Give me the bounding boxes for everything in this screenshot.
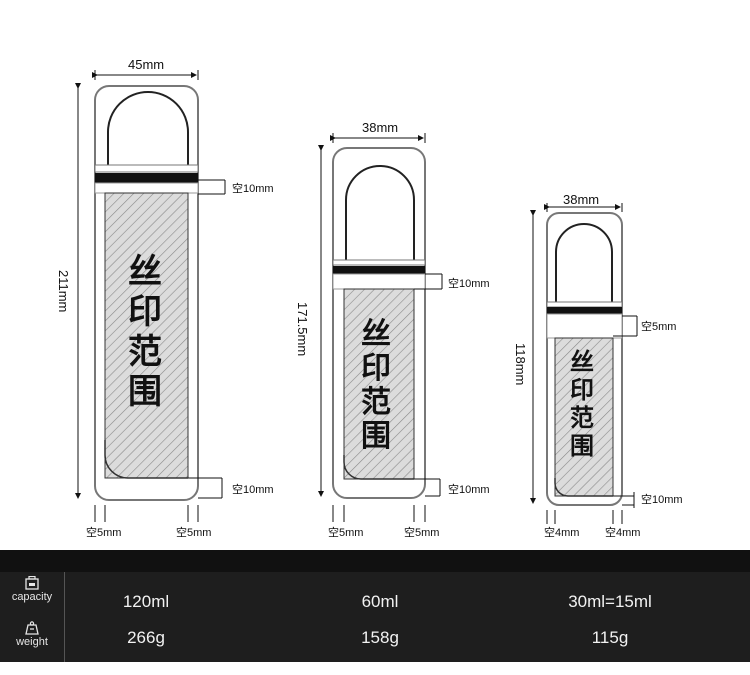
capacity-value-medium: 60ml [361, 592, 399, 611]
gap-top-label: 空10mm [232, 181, 274, 195]
side-right-label: 空5mm [176, 525, 211, 539]
print-label-char-3: 范 [570, 405, 594, 432]
footer-strip [0, 662, 750, 675]
print-label-char-4: 围 [128, 373, 162, 411]
height-label: 211mm [56, 270, 71, 312]
print-label-char-3: 范 [361, 386, 391, 419]
scale-icon [25, 621, 39, 635]
bottle-outline [94, 85, 199, 501]
gap-bottom-label: 空10mm [448, 482, 490, 496]
print-label-char-2: 印 [361, 352, 391, 385]
print-label-char-1: 丝 [361, 318, 391, 351]
width-label: 38mm [563, 192, 599, 207]
print-label-char-3: 范 [128, 333, 162, 371]
bottle-cap [107, 91, 189, 166]
print-label-char-1: 丝 [128, 253, 162, 291]
collar-band [546, 301, 623, 308]
bottle-outline [332, 147, 426, 499]
print-label-char-2: 印 [128, 293, 162, 331]
width-label: 45mm [128, 57, 164, 72]
capacity-cell: capacity [0, 572, 64, 617]
side-right-label: 空4mm [605, 525, 640, 539]
print-area-bottom [104, 440, 188, 479]
height-label: 171.5mm [295, 302, 310, 356]
side-left-label: 空5mm [328, 525, 363, 539]
collar-band [95, 173, 198, 183]
weight-value-medium: 158g [361, 628, 399, 647]
shoulder-gap [332, 273, 426, 290]
print-label-char-1: 丝 [570, 348, 594, 376]
side-right-label: 空5mm [404, 525, 439, 539]
shoulder-gap [546, 313, 623, 339]
capacity-label: capacity [11, 591, 53, 603]
print-label-char-4: 围 [570, 433, 594, 460]
bottle-dimension-diagram: 丝 印 范 围 45mm 211mm 空10mm 空10mm 空5mm 空5mm [56, 57, 683, 539]
width-label: 38mm [362, 120, 398, 135]
print-label-char-4: 围 [361, 420, 391, 453]
capacity-value-small: 30ml=15ml [568, 592, 652, 611]
bottle-icon [25, 576, 39, 590]
neck-band [94, 164, 199, 173]
gap-bottom-label: 空10mm [232, 482, 274, 496]
shoulder-band [547, 307, 622, 314]
spec-table: capacity weight 120ml 60ml 30ml=15ml 266… [0, 550, 750, 662]
bottle-small: 丝 印 范 围 38mm 118mm 空5mm 空10mm 空4mm 空4mm [513, 192, 683, 539]
height-label: 118mm [513, 343, 528, 385]
capacity-value-large: 120ml [122, 592, 170, 611]
weight-cell: weight [0, 617, 64, 662]
spec-table-header-bar [0, 550, 750, 572]
shoulder-band [333, 266, 425, 274]
weight-value-large: 266g [127, 628, 165, 647]
weight-value-small: 115g [591, 628, 629, 647]
side-left-label: 空5mm [86, 525, 121, 539]
print-area [104, 192, 189, 479]
gap-top-label: 空10mm [448, 276, 490, 290]
gap-bottom-label: 空10mm [641, 492, 683, 506]
bottle-outline [546, 212, 623, 506]
weight-label: weight [16, 636, 48, 648]
print-area-bottom [554, 478, 613, 497]
print-label-char-2: 印 [570, 377, 594, 404]
bottle-medium: 丝 印 范 围 38mm 171.5mm 空10mm 空10mm 空5mm 空5… [295, 120, 490, 539]
bottle-cap [555, 223, 613, 302]
print-area-bottom [343, 455, 414, 480]
spec-icon-column: capacity weight [0, 572, 65, 662]
gap-top-label: 空5mm [641, 319, 676, 333]
bottle-large: 丝 印 范 围 45mm 211mm 空10mm 空10mm 空5mm 空5mm [56, 57, 274, 539]
side-left-label: 空4mm [544, 525, 579, 539]
collar-band [332, 259, 426, 266]
shoulder-band [94, 182, 199, 194]
bottle-cap [345, 165, 415, 260]
